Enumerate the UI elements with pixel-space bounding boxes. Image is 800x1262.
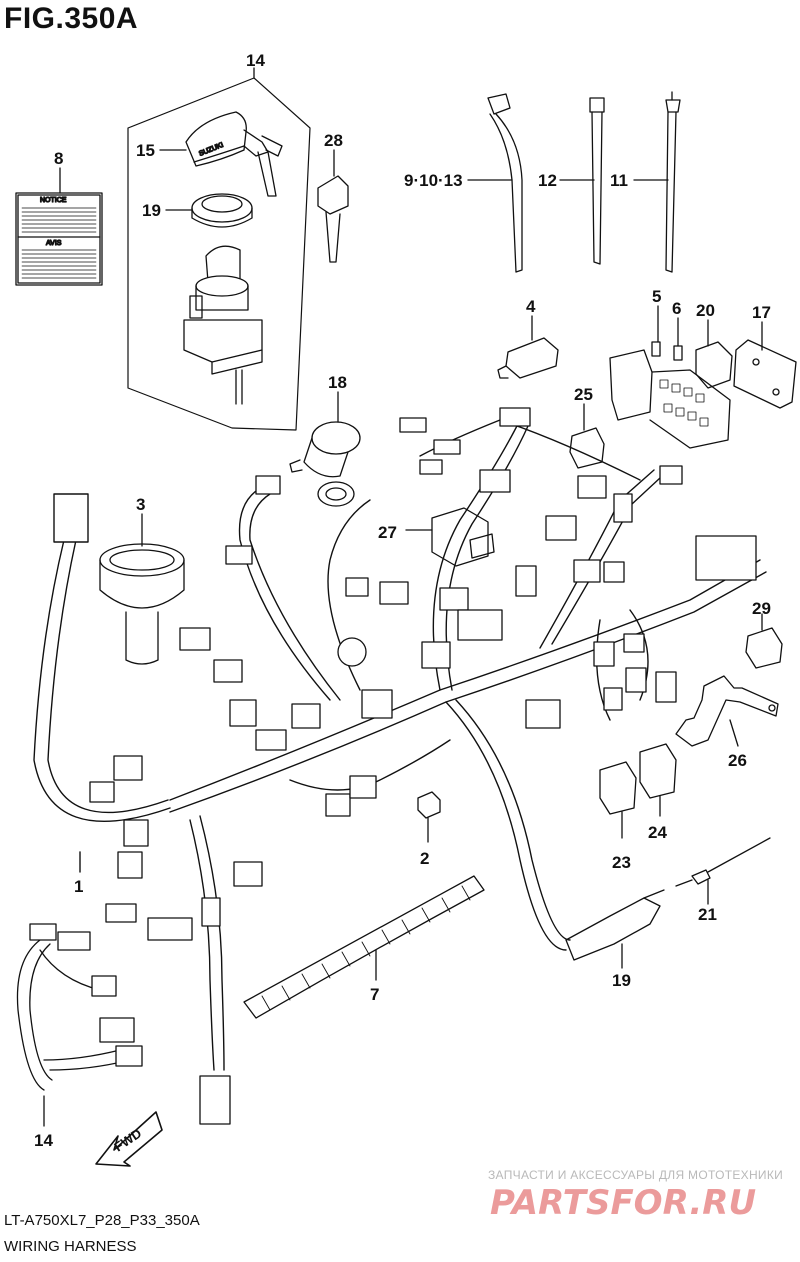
connector-24 [639,743,677,817]
callout-22: 20 [696,301,715,320]
main-wiring-harness [33,419,767,1071]
harness-bracket [675,675,779,747]
connector-23 [599,761,637,839]
callout-19: 19 [142,201,161,220]
fuse-6 [673,317,683,361]
forward-arrow: FWD [95,1111,163,1167]
callout-16: 18 [328,373,347,392]
fuse-5 [651,305,661,357]
sub-harness-14 [16,923,143,1127]
figure-title: FIG.350A [4,2,139,35]
callout-14: 14 [34,1131,53,1150]
callout-6: 6 [672,299,681,318]
callout-18: 15 [136,141,155,160]
notice-label-part: NOTICE AVIS [15,167,103,286]
cable-tie-large [467,93,523,273]
ignition-switch-body [183,245,263,405]
callout-25: 25 [574,385,593,404]
spare-key [317,149,349,263]
notice-text: NOTICE [40,197,67,204]
callout-21: 21 [698,905,717,924]
rubber-boot [99,513,185,665]
connector-25 [569,403,605,469]
callout-3: 3 [136,495,145,514]
ignition-switch-group: SUZUKI [127,67,311,431]
harness-connectors [89,407,757,1125]
figure-name: WIRING HARNESS [4,1238,137,1255]
callout-8: 8 [54,149,63,168]
connector-29 [745,613,783,669]
avis-text: AVIS [46,240,62,247]
spring-21 [675,837,771,905]
callout-27: 27 [378,523,397,542]
power-outlet [289,391,361,507]
callout-4: 4 [526,297,536,316]
callout-9-10-13: 9·10·13 [404,171,463,190]
callout-20: 19 [612,971,631,990]
callout-15: 17 [752,303,771,322]
callout-12: 12 [538,171,557,190]
callout-1: 1 [74,877,83,896]
figure-code: LT-A750XL7_P28_P33_350A [4,1212,200,1229]
callout-5: 5 [652,287,661,306]
watermark-logo-text: PARTSFOR.RU [490,1183,756,1223]
cable-tie-clip [633,91,681,273]
fuse-box-bracket [733,321,797,409]
fuse-box [609,349,731,449]
callout-11: 11 [610,171,628,190]
ignition-lock-ring [191,193,253,228]
callout-7: 7 [370,985,379,1004]
terminal-cap [497,315,559,379]
callout-23: 23 [612,853,631,872]
corrugated-tube [243,875,485,1019]
relay-27 [405,507,495,567]
callout-26: 26 [728,751,747,770]
callout-29: 29 [752,599,771,618]
callout-28: 28 [324,131,343,150]
cable-tie-medium [559,97,605,265]
grommet-2 [417,791,441,843]
callout-numbers: 14 15 19 8 28 9·10·13 12 11 4 5 6 20 17 … [34,51,771,1150]
callout-24: 24 [648,823,667,842]
callout-17: 14 [246,51,265,70]
watermark-tagline: ЗАПЧАСТИ И АКСЕССУАРЫ ДЛЯ МОТОТЕХНИКИ [488,1168,784,1182]
sensor-20 [565,889,665,969]
ignition-key-cap: SUZUKI [185,111,283,197]
watermark-logo: PARTSFOR.RU [490,1183,756,1223]
callout-2: 2 [420,849,429,868]
